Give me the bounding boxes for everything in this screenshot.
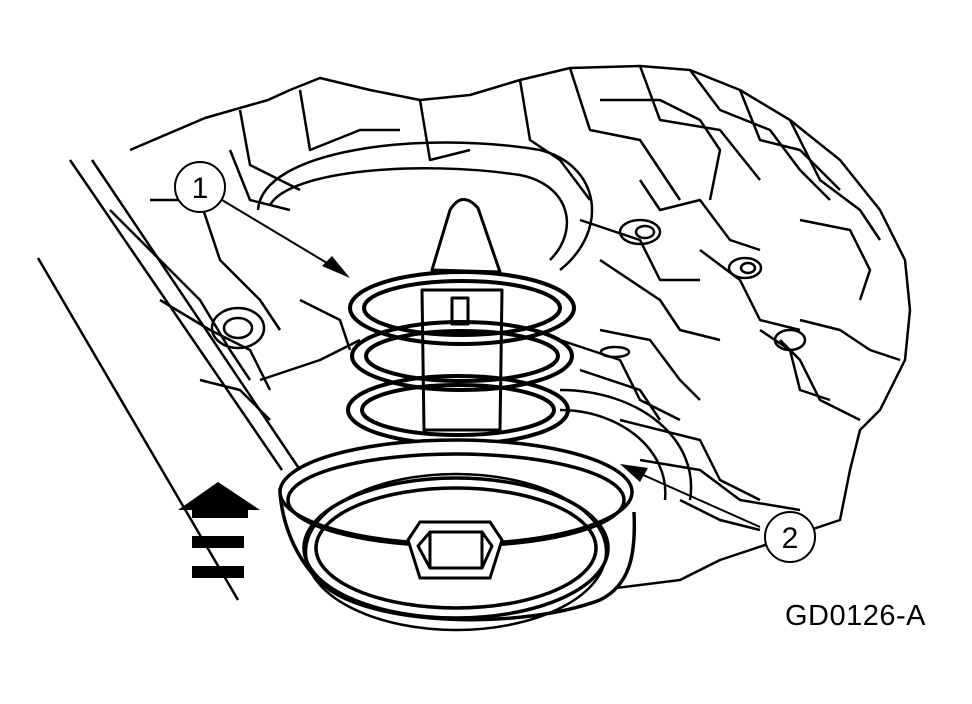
- callout-2-label: 2: [782, 522, 799, 555]
- piston-rod: [420, 198, 504, 432]
- callout-2: 2: [764, 511, 816, 563]
- hex-nut: [406, 520, 504, 580]
- figure-id: GD0126-A: [785, 600, 927, 632]
- callout-1-leader: [221, 199, 350, 278]
- callout-1: 1: [174, 161, 226, 213]
- callout-2-leader: [620, 464, 761, 528]
- case-casting: [36, 64, 912, 601]
- callout-1-label: 1: [192, 172, 209, 205]
- up-arrow-icon: [178, 482, 260, 578]
